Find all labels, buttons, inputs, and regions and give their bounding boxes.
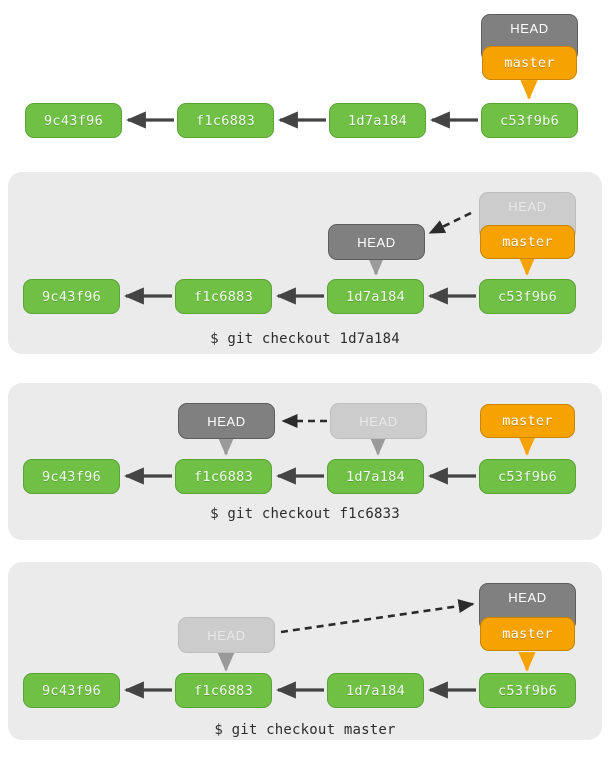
commit-label: c53f9b6 [498, 468, 557, 485]
commit-node-1d7a184-panel2[interactable]: 1d7a184 [327, 279, 424, 314]
caption-panel4: $ git checkout master [214, 722, 396, 738]
commit-node-c53f9b6-panel1[interactable]: c53f9b6 [481, 103, 578, 138]
commit-label: c53f9b6 [498, 288, 557, 305]
commit-node-1d7a184-panel3[interactable]: 1d7a184 [327, 459, 424, 494]
ref-master-panel1[interactable]: master [482, 46, 577, 80]
commit-node-f1c6883-panel2[interactable]: f1c6883 [175, 279, 272, 314]
caption-panel2: $ git checkout 1d7a184 [210, 331, 400, 347]
ref-master-panel3[interactable]: master [480, 404, 575, 438]
ref-head-label: HEAD [510, 21, 549, 36]
ref-head-ghost-panel3: HEAD [330, 403, 427, 439]
commit-label: 1d7a184 [348, 112, 407, 129]
commit-node-9c43f96-panel1[interactable]: 9c43f96 [25, 103, 122, 138]
ref-head-ghost-label: HEAD [359, 413, 398, 429]
ref-master-label: master [504, 55, 555, 71]
ref-head-panel2[interactable]: HEAD [328, 224, 425, 260]
ref-head-label: HEAD [207, 413, 246, 429]
commit-node-9c43f96-panel2[interactable]: 9c43f96 [23, 279, 120, 314]
ref-head-ghost-label: HEAD [207, 627, 246, 643]
ref-master-label: master [502, 626, 553, 642]
commit-node-f1c6883-panel3[interactable]: f1c6883 [175, 459, 272, 494]
commit-label: 9c43f96 [42, 468, 101, 485]
commit-node-9c43f96-panel4[interactable]: 9c43f96 [23, 673, 120, 708]
commit-node-f1c6883-panel4[interactable]: f1c6883 [175, 673, 272, 708]
commit-label: 1d7a184 [346, 682, 405, 699]
commit-node-f1c6883-panel1[interactable]: f1c6883 [177, 103, 274, 138]
ref-master-panel2[interactable]: master [480, 225, 575, 259]
ref-head-ghost-panel4: HEAD [178, 617, 275, 653]
commit-node-9c43f96-panel3[interactable]: 9c43f96 [23, 459, 120, 494]
commit-label: c53f9b6 [498, 682, 557, 699]
ref-master-panel4[interactable]: master [480, 617, 575, 651]
commit-label: f1c6883 [194, 468, 253, 485]
commit-label: 9c43f96 [44, 112, 103, 129]
commit-label: 1d7a184 [346, 468, 405, 485]
commit-node-c53f9b6-panel3[interactable]: c53f9b6 [479, 459, 576, 494]
commit-label: 9c43f96 [42, 682, 101, 699]
commit-node-c53f9b6-panel2[interactable]: c53f9b6 [479, 279, 576, 314]
caption-panel3: $ git checkout f1c6833 [210, 506, 400, 522]
ref-head-label: HEAD [357, 234, 396, 250]
commit-label: f1c6883 [194, 682, 253, 699]
commit-node-1d7a184-panel4[interactable]: 1d7a184 [327, 673, 424, 708]
ref-head-ghost-label: HEAD [508, 199, 547, 214]
commit-node-c53f9b6-panel4[interactable]: c53f9b6 [479, 673, 576, 708]
ref-head-label: HEAD [508, 590, 547, 605]
ref-master-label: master [502, 234, 553, 250]
commit-label: c53f9b6 [500, 112, 559, 129]
commit-label: 9c43f96 [42, 288, 101, 305]
commit-label: 1d7a184 [346, 288, 405, 305]
commit-label: f1c6883 [194, 288, 253, 305]
ref-master-label: master [502, 413, 553, 429]
commit-node-1d7a184-panel1[interactable]: 1d7a184 [329, 103, 426, 138]
commit-label: f1c6883 [196, 112, 255, 129]
ref-head-panel3[interactable]: HEAD [178, 403, 275, 439]
